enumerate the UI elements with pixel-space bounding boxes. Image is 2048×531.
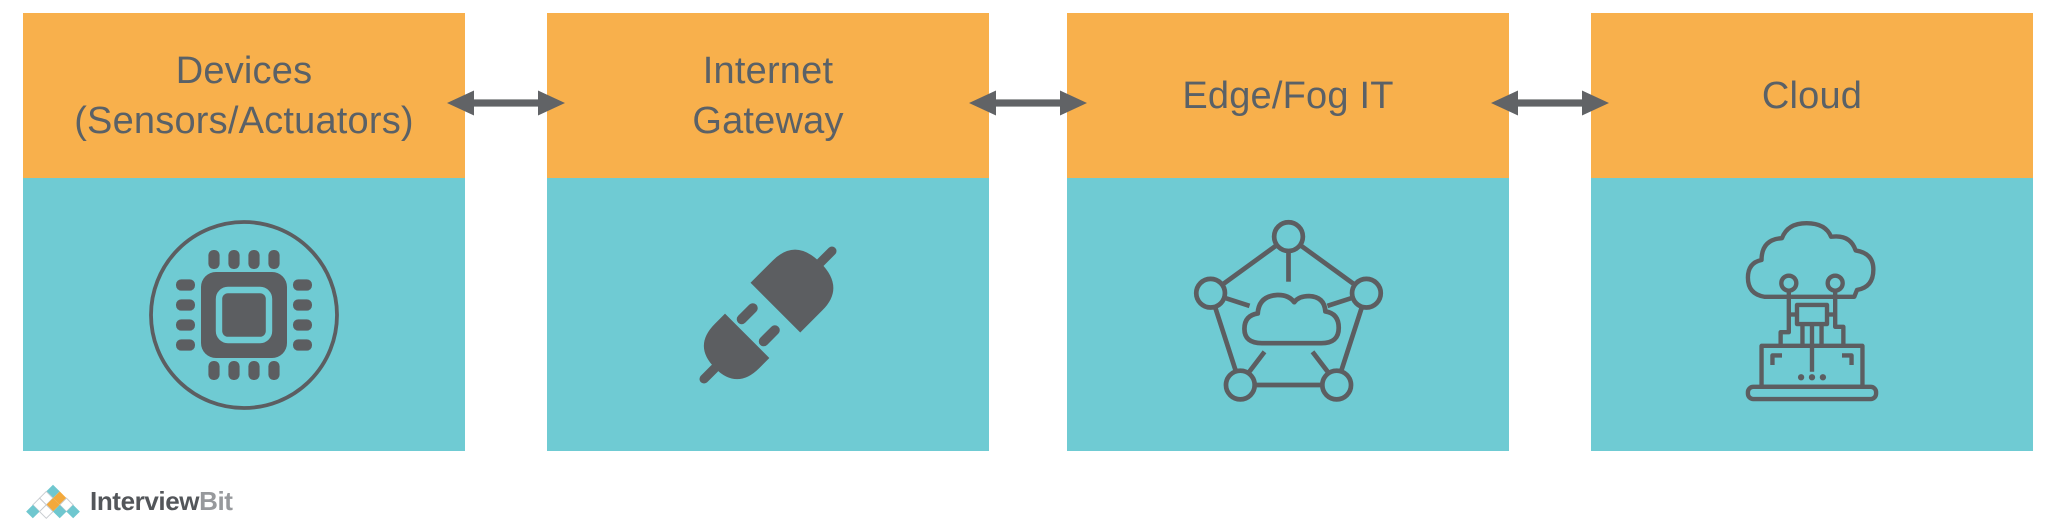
double-arrow-icon <box>447 90 565 116</box>
stage-box-internet-gateway: Internet Gateway <box>547 13 989 451</box>
stage-label-line1: Devices <box>175 49 313 92</box>
stage-body-devices <box>23 178 465 451</box>
double-arrow-icon <box>1491 90 1609 116</box>
stage-label-line2: (Sensors/Actuators) <box>74 99 414 142</box>
stage-box-devices: Devices (Sensors/Actuators) <box>23 13 465 451</box>
stage-label-line2: Gateway <box>692 99 844 142</box>
stage-header-edge-fog-it: Edge/Fog IT <box>1067 13 1509 178</box>
stage-header-devices: Devices (Sensors/Actuators) <box>23 13 465 178</box>
stage-box-edge-fog-it: Edge/Fog IT <box>1067 13 1509 451</box>
stage-header-internet-gateway: Internet Gateway <box>547 13 989 178</box>
cloud-computing-icon <box>1745 220 1879 402</box>
logo-text-primary: Interview <box>90 485 200 516</box>
logo-wordmark: InterviewBit <box>90 486 233 517</box>
double-arrow-gateway-edge <box>969 88 1087 118</box>
microchip-icon <box>149 219 339 410</box>
stage-box-cloud: Cloud <box>1591 13 2033 451</box>
double-arrow-edge-cloud <box>1491 88 1609 118</box>
stage-label-line1: Cloud <box>1761 74 1863 117</box>
stage-body-edge-fog-it <box>1067 178 1509 451</box>
interviewbit-logo: InterviewBit <box>25 478 233 524</box>
plug-icon <box>699 245 837 384</box>
double-arrow-devices-gateway <box>447 88 565 118</box>
stage-header-cloud: Cloud <box>1591 13 2033 178</box>
double-arrow-icon <box>969 90 1087 116</box>
fog-network-icon <box>1193 219 1383 402</box>
stage-label-line1: Internet <box>702 49 834 92</box>
diamond-pyramid-icon <box>26 484 80 519</box>
stage-body-internet-gateway <box>547 178 989 451</box>
logo-text-secondary: Bit <box>199 485 233 516</box>
stage-label-line1: Edge/Fog IT <box>1182 74 1394 117</box>
stage-body-cloud <box>1591 178 2033 451</box>
